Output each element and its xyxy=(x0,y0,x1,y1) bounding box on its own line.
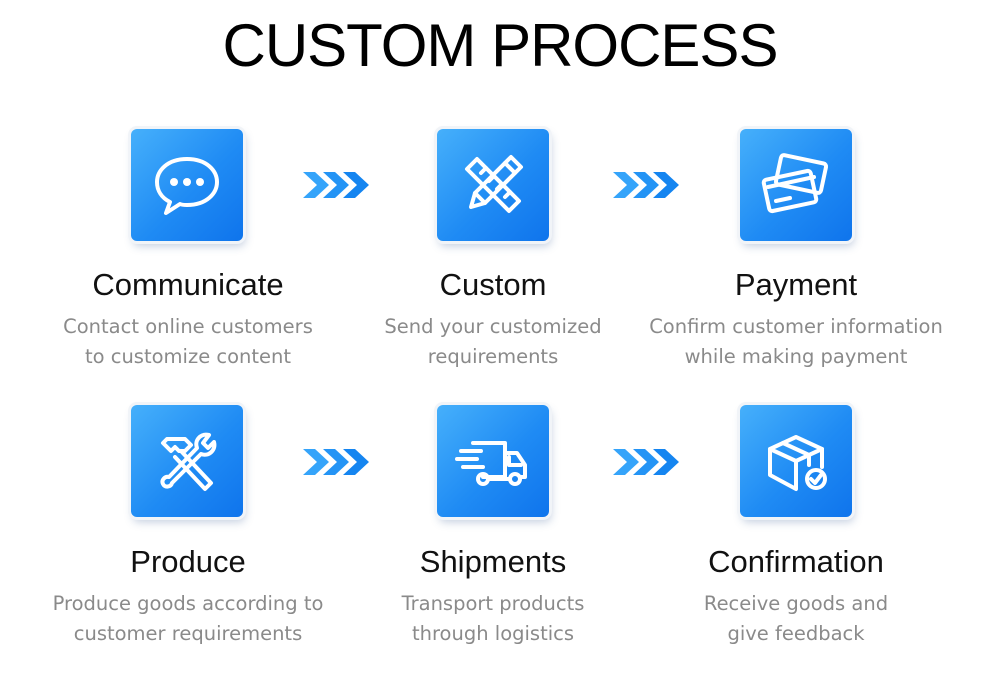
step-description: customer requirements xyxy=(73,622,303,645)
step-description: to customize content xyxy=(84,345,292,368)
chevron-arrow-icon xyxy=(303,168,371,202)
step-description: Confirm customer information xyxy=(649,315,943,338)
step-description: while making payment xyxy=(684,345,908,368)
chat-bubble-icon xyxy=(131,129,243,241)
step-name: Shipments xyxy=(419,544,567,579)
step-description: Receive goods and xyxy=(703,592,889,615)
step-description: through logistics xyxy=(411,622,575,645)
pencil-ruler-icon xyxy=(437,129,549,241)
step-description: give feedback xyxy=(727,622,865,645)
step-name: Custom xyxy=(439,267,547,302)
step-description: requirements xyxy=(427,345,559,368)
step-description: Transport products xyxy=(401,592,585,615)
package-check-icon xyxy=(740,405,852,517)
step-description: Send your customized xyxy=(384,315,602,338)
step-name: Payment xyxy=(734,267,858,302)
page-title: CUSTOM PROCESS xyxy=(222,12,779,79)
chevron-arrow-icon xyxy=(613,445,681,479)
step-description: Contact online customers xyxy=(63,315,313,338)
step-name: Communicate xyxy=(92,267,284,302)
delivery-truck-icon xyxy=(437,405,549,517)
step-name: Confirmation xyxy=(708,544,884,579)
step-description: Produce goods according to xyxy=(52,592,324,615)
chevron-arrow-icon xyxy=(613,168,681,202)
step-name: Produce xyxy=(130,544,246,579)
chevron-arrow-icon xyxy=(303,445,371,479)
credit-cards-icon xyxy=(740,129,852,241)
hammer-wrench-icon xyxy=(131,405,243,517)
